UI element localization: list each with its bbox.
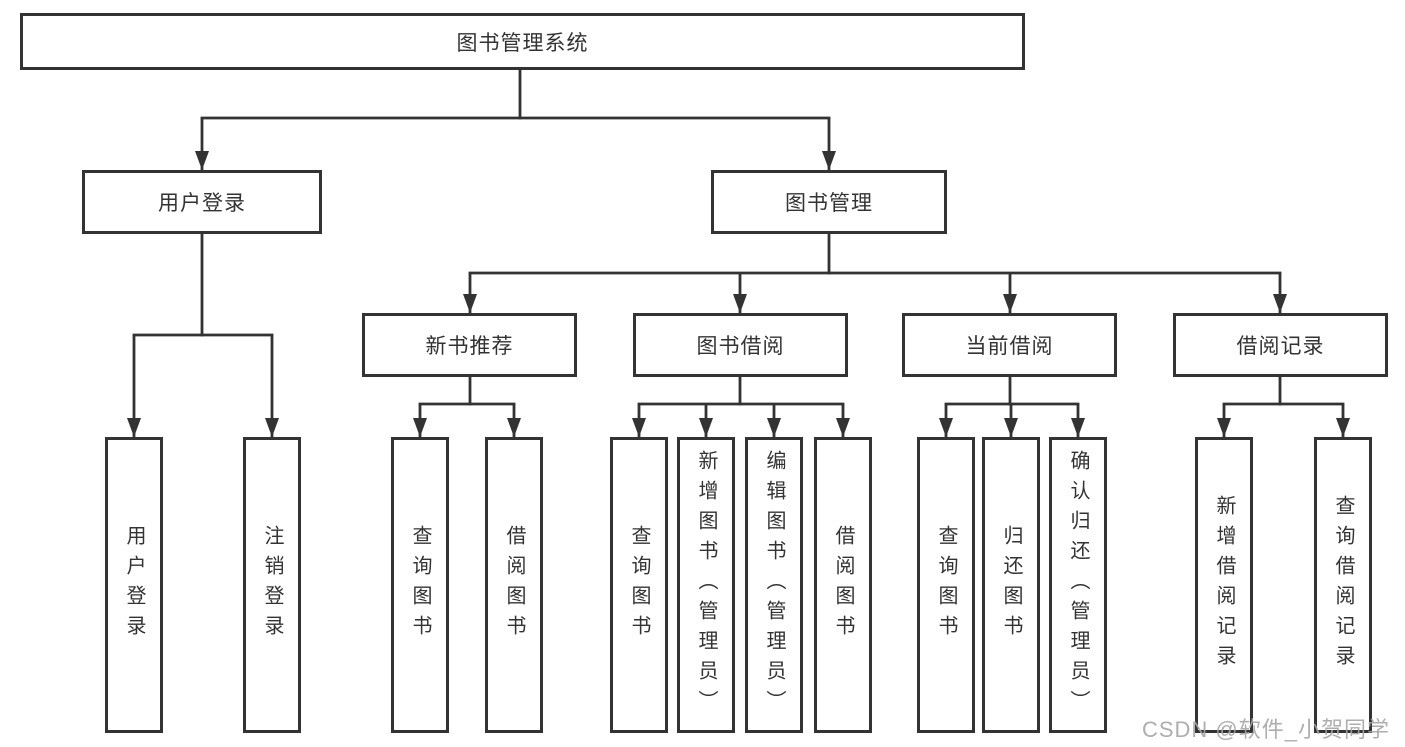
- node-new-book-recommend-label: 新书推荐: [425, 335, 514, 358]
- node-book-borrowing-label: 图书借阅: [696, 335, 785, 358]
- node-cb-confirm-return: 确认归还（管理员）: [1049, 437, 1107, 733]
- node-br-add-record-label: 新增借阅记录: [1213, 495, 1235, 675]
- node-bb-add-book-label: 新增图书（管理员）: [695, 450, 717, 720]
- node-book-borrowing: 图书借阅: [633, 313, 848, 377]
- node-bb-edit-book: 编辑图书（管理员）: [745, 437, 803, 733]
- node-new-book-recommend: 新书推荐: [362, 313, 577, 377]
- node-root-label: 图书管理系统: [456, 31, 589, 55]
- node-nb-borrow-book: 借阅图书: [485, 437, 543, 733]
- node-current-borrowing: 当前借阅: [902, 313, 1117, 377]
- node-book-management: 图书管理: [711, 170, 947, 234]
- node-br-query-record: 查询借阅记录: [1314, 437, 1372, 733]
- node-bb-borrow-book-label: 借阅图书: [832, 525, 854, 645]
- node-cb-return-book: 归还图书: [982, 437, 1040, 733]
- node-login-label: 用户登录: [123, 525, 145, 645]
- node-cb-query-book: 查询图书: [917, 437, 975, 733]
- csdn-watermark: CSDN @软件_小贺同学: [1141, 717, 1390, 742]
- node-nb-query-book: 查询图书: [391, 437, 449, 733]
- node-current-borrowing-label: 当前借阅: [965, 335, 1054, 358]
- node-cb-query-book-label: 查询图书: [935, 525, 957, 645]
- node-br-query-record-label: 查询借阅记录: [1332, 495, 1354, 675]
- node-cb-return-book-label: 归还图书: [1000, 525, 1022, 645]
- node-logout: 注销登录: [243, 437, 301, 733]
- node-user-login-label: 用户登录: [158, 192, 246, 215]
- node-br-add-record: 新增借阅记录: [1195, 437, 1253, 733]
- node-borrowing-records-label: 借阅记录: [1236, 335, 1325, 358]
- node-nb-query-book-label: 查询图书: [409, 525, 431, 645]
- node-bb-add-book: 新增图书（管理员）: [677, 437, 735, 733]
- node-borrowing-records: 借阅记录: [1173, 313, 1388, 377]
- node-cb-confirm-return-label: 确认归还（管理员）: [1067, 450, 1089, 720]
- node-bb-borrow-book: 借阅图书: [814, 437, 872, 733]
- node-bb-edit-book-label: 编辑图书（管理员）: [763, 450, 785, 720]
- node-user-login: 用户登录: [82, 170, 322, 234]
- connector-trunk-segments: [132, 68, 1345, 406]
- node-book-management-label: 图书管理: [785, 192, 873, 215]
- node-root: 图书管理系统: [20, 13, 1025, 70]
- node-bb-query-book-label: 查询图书: [628, 525, 650, 645]
- node-nb-borrow-book-label: 借阅图书: [503, 525, 525, 645]
- node-login: 用户登录: [105, 437, 163, 733]
- connector-arrow-segments: [127, 118, 1350, 437]
- node-logout-label: 注销登录: [261, 525, 283, 645]
- node-bb-query-book: 查询图书: [610, 437, 668, 733]
